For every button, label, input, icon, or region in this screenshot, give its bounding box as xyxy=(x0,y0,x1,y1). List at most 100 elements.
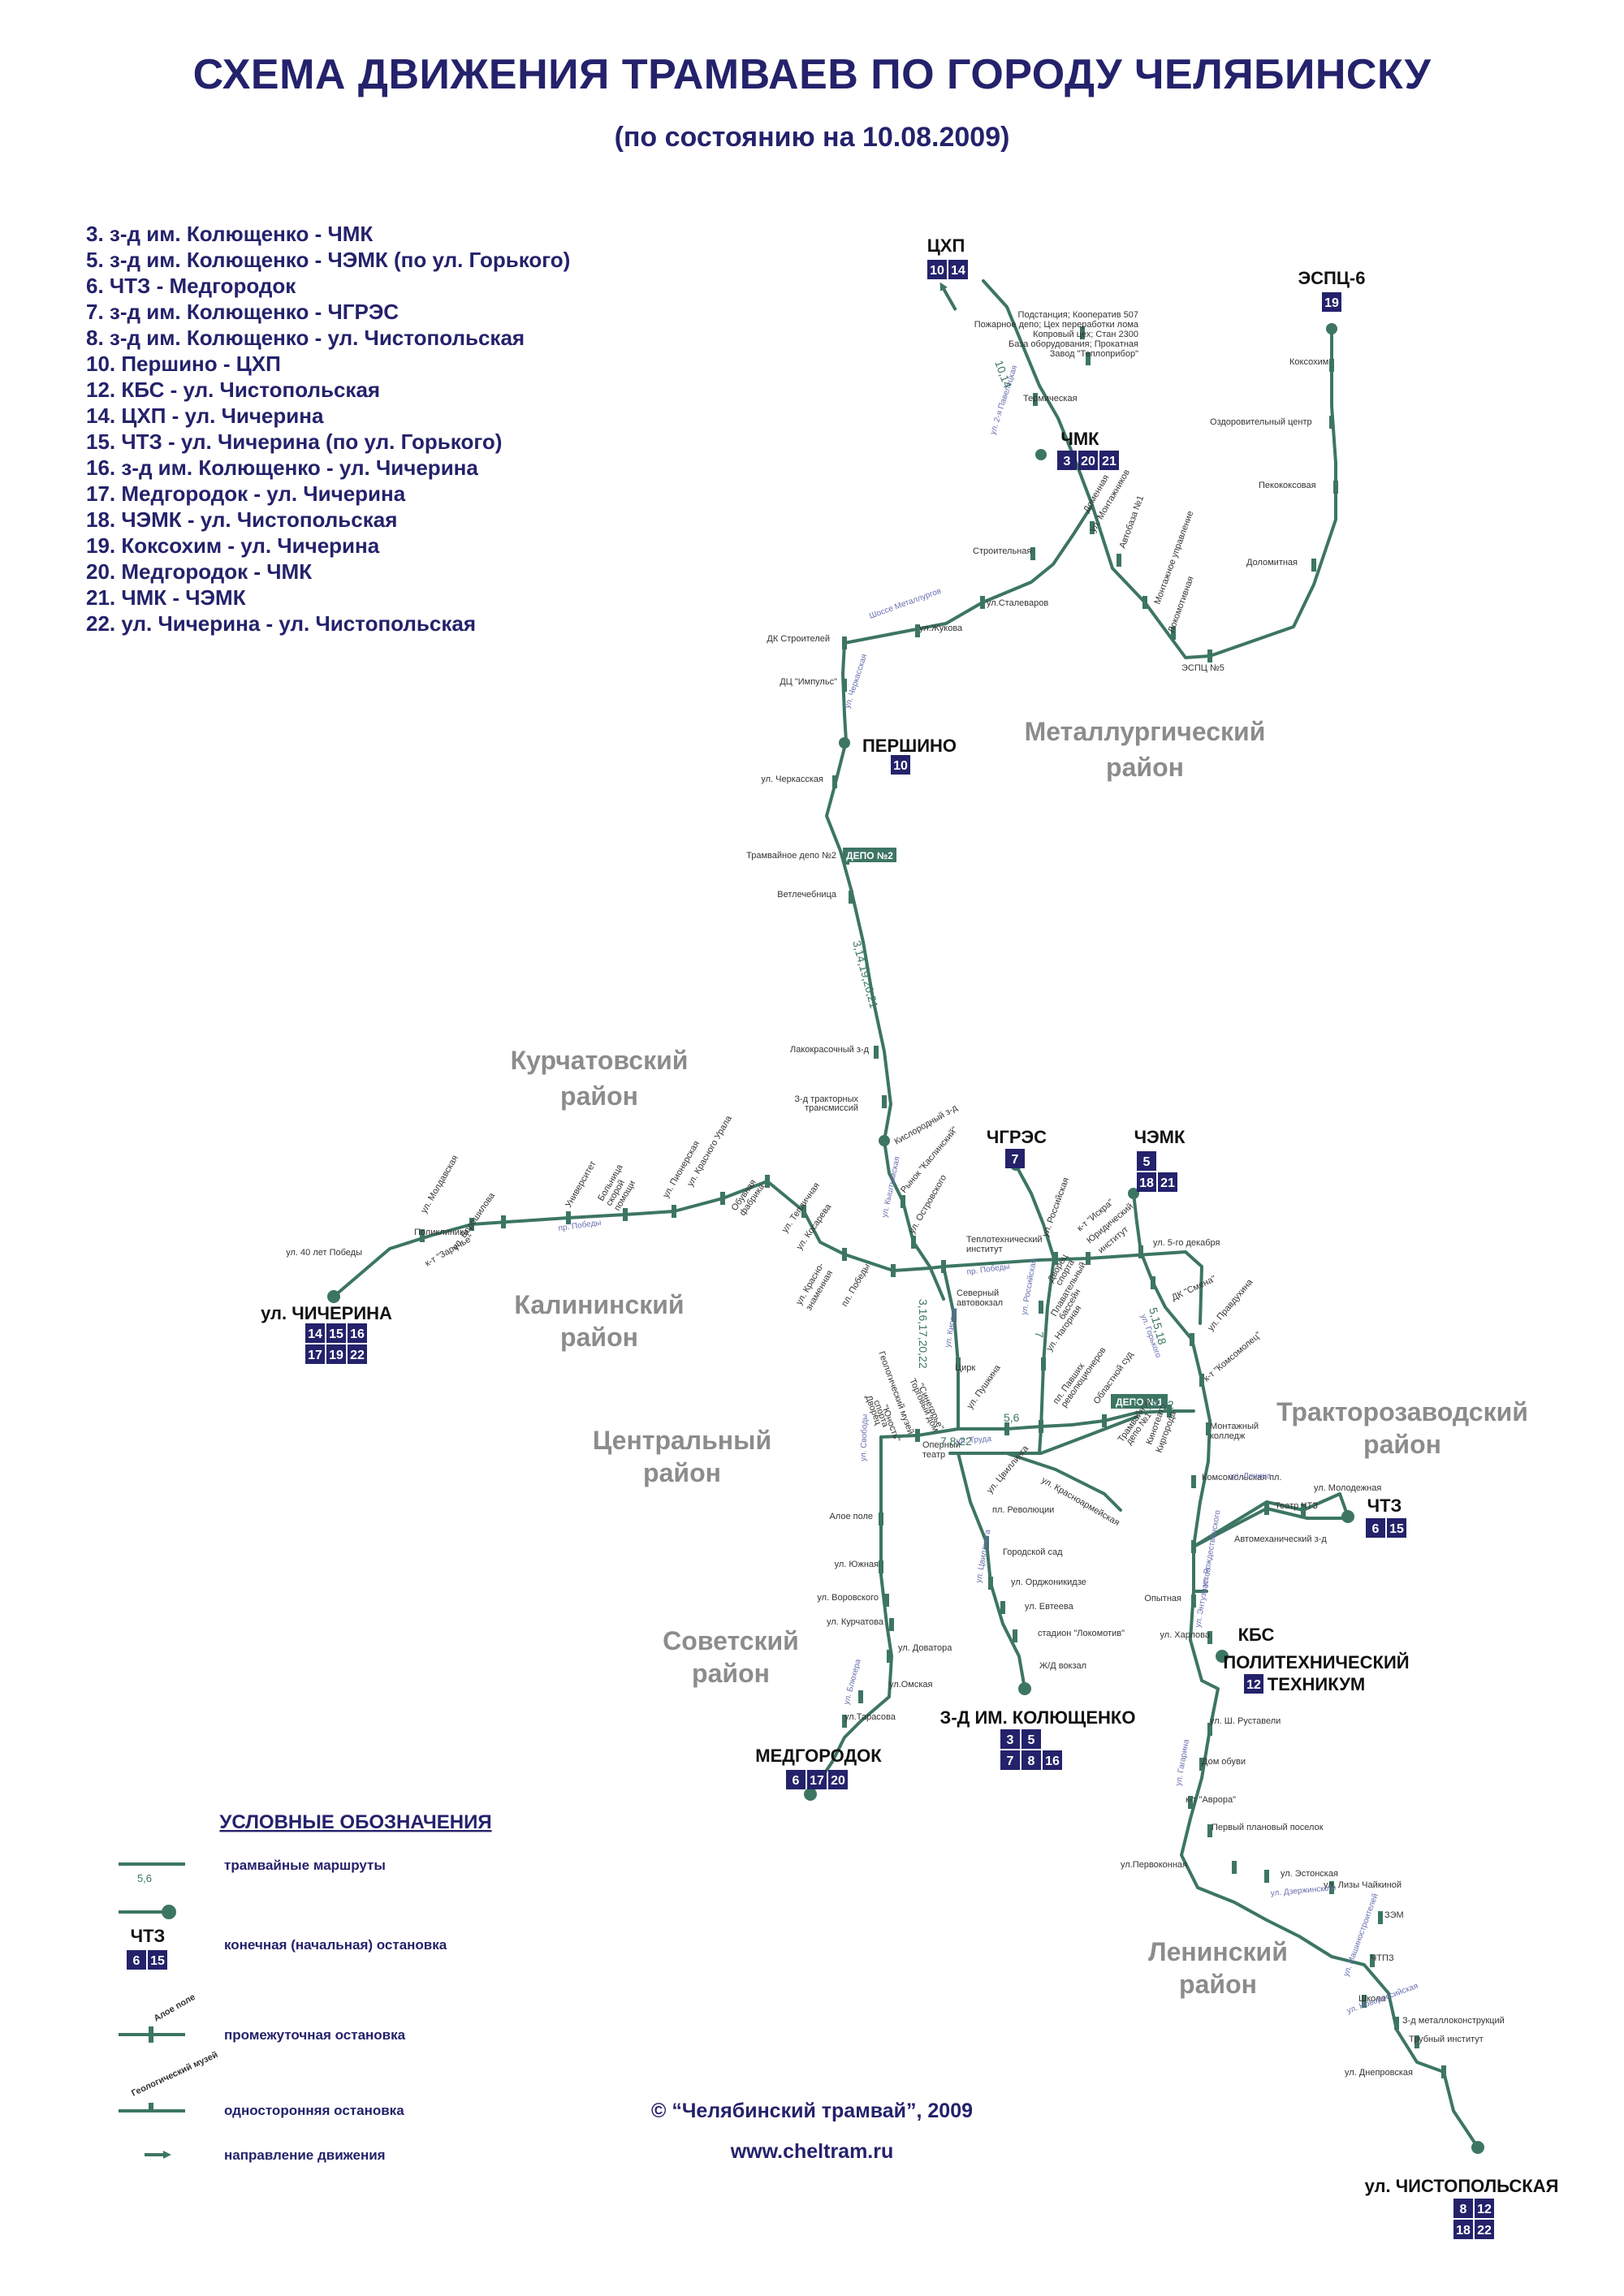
route-badge[interactable] xyxy=(305,1323,325,1343)
stop-marker[interactable] xyxy=(984,1536,989,1549)
terminal-dot-chtz[interactable] xyxy=(1341,1510,1354,1523)
route-badge[interactable] xyxy=(326,1323,346,1343)
stop-label[interactable]: ул. Ворошилова xyxy=(451,1190,498,1252)
route-badge[interactable] xyxy=(1005,1149,1025,1168)
stop-label[interactable]: Доломитная xyxy=(1246,558,1298,568)
stop-label[interactable]: ул. Цвиллинга xyxy=(985,1444,1031,1495)
stop-marker[interactable] xyxy=(1199,1374,1204,1387)
stop-marker[interactable] xyxy=(915,624,920,637)
stop-marker[interactable] xyxy=(911,1236,916,1249)
stop-marker[interactable] xyxy=(1191,1475,1196,1488)
route-badge[interactable] xyxy=(1000,1750,1020,1770)
route-badge[interactable] xyxy=(1043,1750,1062,1770)
route-badge[interactable] xyxy=(1057,451,1077,470)
stop-label[interactable]: ул.Тарасова xyxy=(844,1712,896,1722)
stop-label[interactable]: Коксохим xyxy=(1289,357,1328,367)
terminal-dot-chemk[interactable] xyxy=(1128,1188,1139,1199)
stop-label[interactable]: ул.Сталеваров xyxy=(987,598,1048,608)
stop-marker[interactable] xyxy=(1171,627,1176,640)
stop-label[interactable]: ул. Российская xyxy=(1041,1176,1072,1238)
terminal-dot-medgorodok[interactable] xyxy=(804,1788,817,1801)
stop-label[interactable]: ул. 5-го декабря xyxy=(1153,1238,1220,1248)
stop-label[interactable]: Завод "Теплоприбор" xyxy=(1050,349,1138,359)
stop-label[interactable]: пл. Революции xyxy=(992,1505,1054,1515)
depot-1-tag[interactable] xyxy=(1111,1394,1168,1409)
stop-marker[interactable] xyxy=(889,1618,894,1631)
stop-label[interactable]: З-д металлоконструкций xyxy=(1402,2016,1505,2026)
stop-label[interactable]: ЗЭМ xyxy=(1384,1910,1404,1920)
route-badge[interactable] xyxy=(891,755,910,775)
stop-marker[interactable] xyxy=(901,1195,905,1208)
stop-marker[interactable] xyxy=(1199,1758,1204,1771)
stop-label[interactable]: Трубный институт xyxy=(1409,2035,1484,2044)
route-badge[interactable] xyxy=(348,1323,367,1343)
stop-marker[interactable] xyxy=(884,1594,889,1607)
route-badge[interactable] xyxy=(305,1344,325,1364)
stop-label[interactable]: Первый плановый поселок xyxy=(1212,1823,1324,1832)
stop-label[interactable]: ЧТПЗ xyxy=(1371,1953,1394,1963)
stop-label[interactable]: Северный xyxy=(957,1288,999,1298)
stop-label[interactable]: Пекококсовая xyxy=(1259,481,1316,490)
stop-label[interactable]: З-д тракторных xyxy=(794,1094,858,1104)
stop-label[interactable]: ул. Орджоникидзе xyxy=(1011,1577,1086,1587)
stop-label[interactable]: Цирк xyxy=(955,1363,975,1373)
stop-marker[interactable] xyxy=(941,1260,946,1273)
route-badge[interactable] xyxy=(348,1344,367,1364)
stop-marker[interactable] xyxy=(720,1192,725,1205)
stop-label[interactable]: Оперный xyxy=(922,1440,961,1450)
stop-marker[interactable] xyxy=(1207,1631,1212,1644)
route-badge[interactable] xyxy=(1158,1172,1177,1192)
stop-marker[interactable] xyxy=(1329,416,1334,429)
stop-marker[interactable] xyxy=(1207,1723,1212,1736)
stop-marker[interactable] xyxy=(1030,547,1035,560)
stop-label[interactable]: ул. Днепровская xyxy=(1345,2068,1413,2078)
stop-marker[interactable] xyxy=(842,637,847,650)
route-badge[interactable] xyxy=(1475,2199,1494,2218)
stop-marker[interactable] xyxy=(1041,1357,1046,1370)
stop-marker[interactable] xyxy=(1394,2017,1399,2030)
stop-marker[interactable] xyxy=(952,1309,957,1322)
stop-marker[interactable] xyxy=(1415,2035,1419,2048)
terminal-dot-chistopolskaya[interactable] xyxy=(1471,2141,1484,2154)
stop-marker[interactable] xyxy=(1000,1601,1005,1614)
stop-label[interactable]: Строительная xyxy=(973,546,1031,556)
stop-label[interactable]: Подстанция; Кооператив 507 xyxy=(1018,310,1138,320)
stop-label[interactable]: Опытная xyxy=(1144,1594,1181,1603)
stop-marker[interactable] xyxy=(1362,1995,1367,2008)
stop-label[interactable]: институт xyxy=(966,1245,1003,1254)
stop-label[interactable]: ул. Молдавская xyxy=(419,1154,460,1215)
route-badge[interactable] xyxy=(1021,1729,1041,1749)
depot-2-tag[interactable] xyxy=(843,848,896,862)
stop-label[interactable]: ДК Строителей xyxy=(767,634,830,644)
route-badge[interactable] xyxy=(948,260,968,279)
stop-label[interactable]: ул.Омская xyxy=(889,1680,933,1690)
stop-label[interactable]: ул. Эстонская xyxy=(1281,1869,1338,1879)
stop-marker[interactable] xyxy=(1207,650,1212,662)
stop-marker[interactable] xyxy=(988,1577,993,1590)
stop-marker[interactable] xyxy=(501,1215,506,1228)
stop-label[interactable]: стадион "Локомотив" xyxy=(1038,1629,1125,1638)
stop-marker[interactable] xyxy=(1086,352,1091,365)
stop-label[interactable]: Поликлиника xyxy=(414,1228,469,1237)
stop-marker[interactable] xyxy=(842,1248,847,1261)
stop-label[interactable]: Ж/Д вокзал xyxy=(1039,1661,1086,1671)
stop-marker[interactable] xyxy=(1301,1504,1306,1517)
stop-label[interactable]: ул. Харлова xyxy=(1160,1630,1211,1640)
stop-marker[interactable] xyxy=(879,1560,883,1573)
route-badge[interactable] xyxy=(127,1950,146,1970)
stop-label[interactable]: База оборудования; Прокатная xyxy=(1009,339,1138,349)
route-badge[interactable] xyxy=(1021,1750,1041,1770)
stop-label[interactable]: Автомеханический з-д xyxy=(1234,1534,1327,1544)
stop-marker[interactable] xyxy=(1206,1422,1211,1435)
stop-marker[interactable] xyxy=(1333,481,1338,494)
stop-label[interactable]: автовокзал xyxy=(957,1298,1003,1308)
stop-marker[interactable] xyxy=(1190,1333,1194,1346)
stop-marker[interactable] xyxy=(1311,559,1316,572)
route-badge[interactable] xyxy=(1137,1151,1156,1171)
stop-label[interactable]: ул. Курчатова xyxy=(827,1617,884,1627)
stop-marker[interactable] xyxy=(1013,1629,1017,1642)
route-badge[interactable] xyxy=(326,1344,346,1364)
stop-marker[interactable] xyxy=(1264,1502,1269,1515)
stop-label[interactable]: Локомотивная xyxy=(1167,575,1196,634)
stop-marker[interactable] xyxy=(1378,1911,1383,1924)
